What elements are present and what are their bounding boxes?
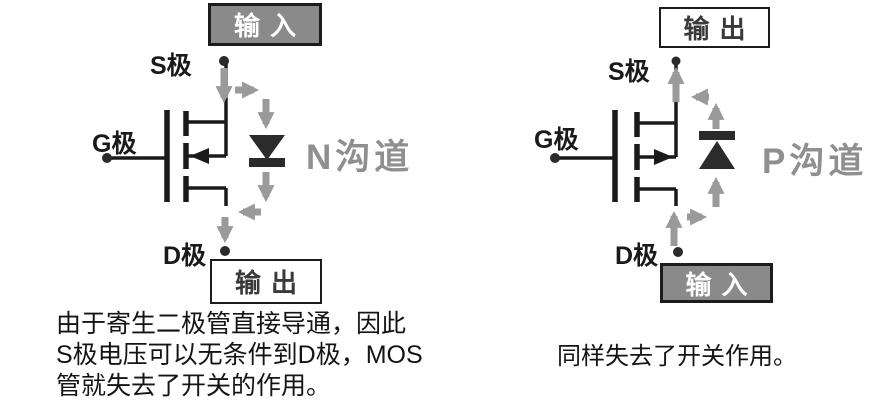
p-output-box: 输出 xyxy=(659,7,770,48)
n-current-flow-arrows xyxy=(215,68,275,244)
p-gate-label: G极 xyxy=(534,126,579,154)
n-channel-title: N沟道 xyxy=(306,138,414,177)
n-parasitic-diode-icon xyxy=(249,135,285,167)
p-parasitic-diode-icon xyxy=(699,131,735,169)
n-drain-label: D极 xyxy=(163,242,207,270)
p-caption: 同样失去了开关作用。 xyxy=(557,343,797,370)
n-caption: 由于寄生二极管直接导通，因此 S极电压可以无条件到D极，MOS 管就失去了开关的… xyxy=(56,310,423,400)
p-drain-label: D极 xyxy=(615,242,659,270)
p-current-flow-arrows xyxy=(665,66,725,246)
n-mosfet-symbol xyxy=(102,56,230,256)
n-input-box: 输入 xyxy=(208,3,322,46)
n-output-box: 输出 xyxy=(210,259,322,304)
p-channel-title: P沟道 xyxy=(762,142,868,181)
n-source-label: S极 xyxy=(150,52,192,80)
n-gate-label: G极 xyxy=(92,130,137,158)
p-input-box: 输入 xyxy=(660,263,773,303)
p-source-label: S极 xyxy=(608,58,650,86)
